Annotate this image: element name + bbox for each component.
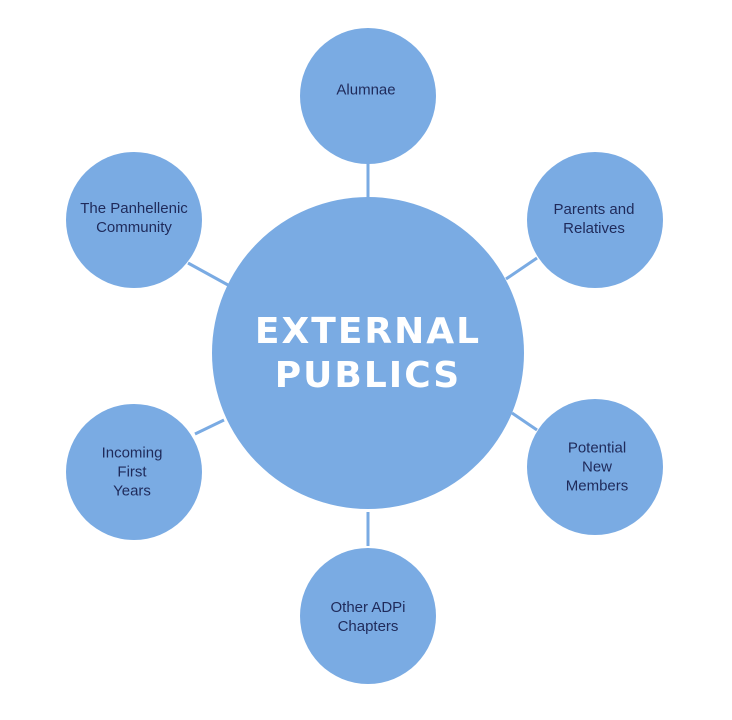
- node-circle-first-years: [66, 404, 202, 540]
- node-circle-alumnae: [300, 28, 436, 164]
- node-label-first-years: Incoming First Years: [101, 444, 163, 500]
- node-label-panhellenic: The Panhellenic Community: [80, 200, 188, 236]
- node-label-parents: Parents and Relatives: [553, 201, 635, 237]
- center-hub-circle: [212, 197, 524, 509]
- node-circle-adpi: [300, 548, 436, 684]
- node-label-pnm: Potential New Members: [565, 439, 629, 495]
- connector-pnm: [511, 411, 538, 432]
- center-title: EXTERNAL PUBLICS: [254, 311, 482, 396]
- node-circle-panhellenic: [66, 152, 202, 288]
- connector-parents: [505, 256, 538, 281]
- node-circle-parents: [527, 152, 663, 288]
- connector-panhellenic: [187, 261, 229, 287]
- node-circle-pnm: [527, 399, 663, 535]
- node-label-adpi: Other ADPi Chapters: [330, 599, 406, 635]
- node-label-alumnae: Alumnae: [336, 81, 396, 99]
- connector-first-years: [194, 418, 225, 436]
